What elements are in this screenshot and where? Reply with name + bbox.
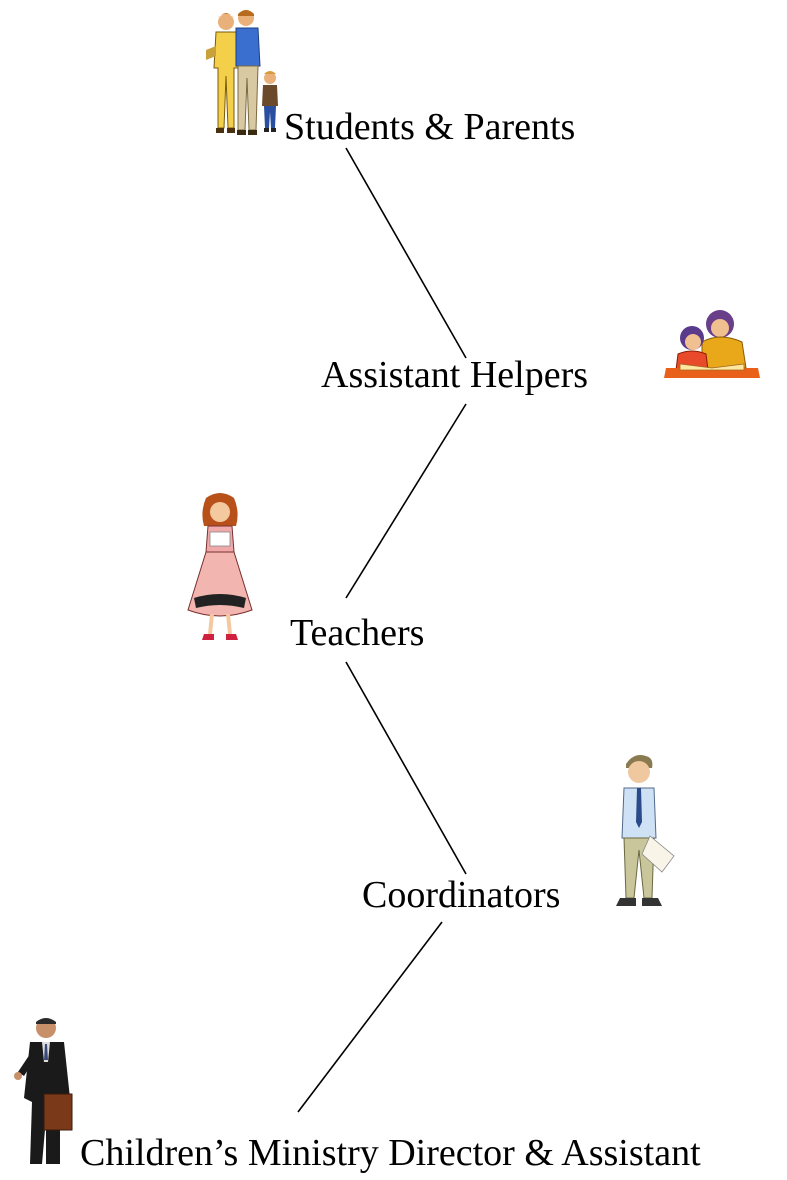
level-label-students-parents: Students & Parents — [284, 106, 576, 148]
connector-helpers-to-teachers — [345, 403, 467, 599]
businessman-icon — [14, 1018, 73, 1164]
man-with-papers-icon — [616, 755, 675, 906]
connector-students-to-helpers — [345, 147, 467, 359]
family-icon — [206, 10, 278, 135]
level-label-teachers: Teachers — [290, 612, 425, 654]
level-label-director: Children’s Ministry Director & Assistant — [80, 1132, 701, 1174]
connector-teachers-to-coordinators — [345, 661, 467, 875]
level-label-coordinators: Coordinators — [362, 874, 561, 916]
connector-coordinators-to-director — [297, 921, 443, 1113]
level-label-assistant-helpers: Assistant Helpers — [321, 354, 589, 396]
reading-together-icon — [664, 310, 760, 378]
woman-in-dress-icon — [187, 493, 253, 640]
